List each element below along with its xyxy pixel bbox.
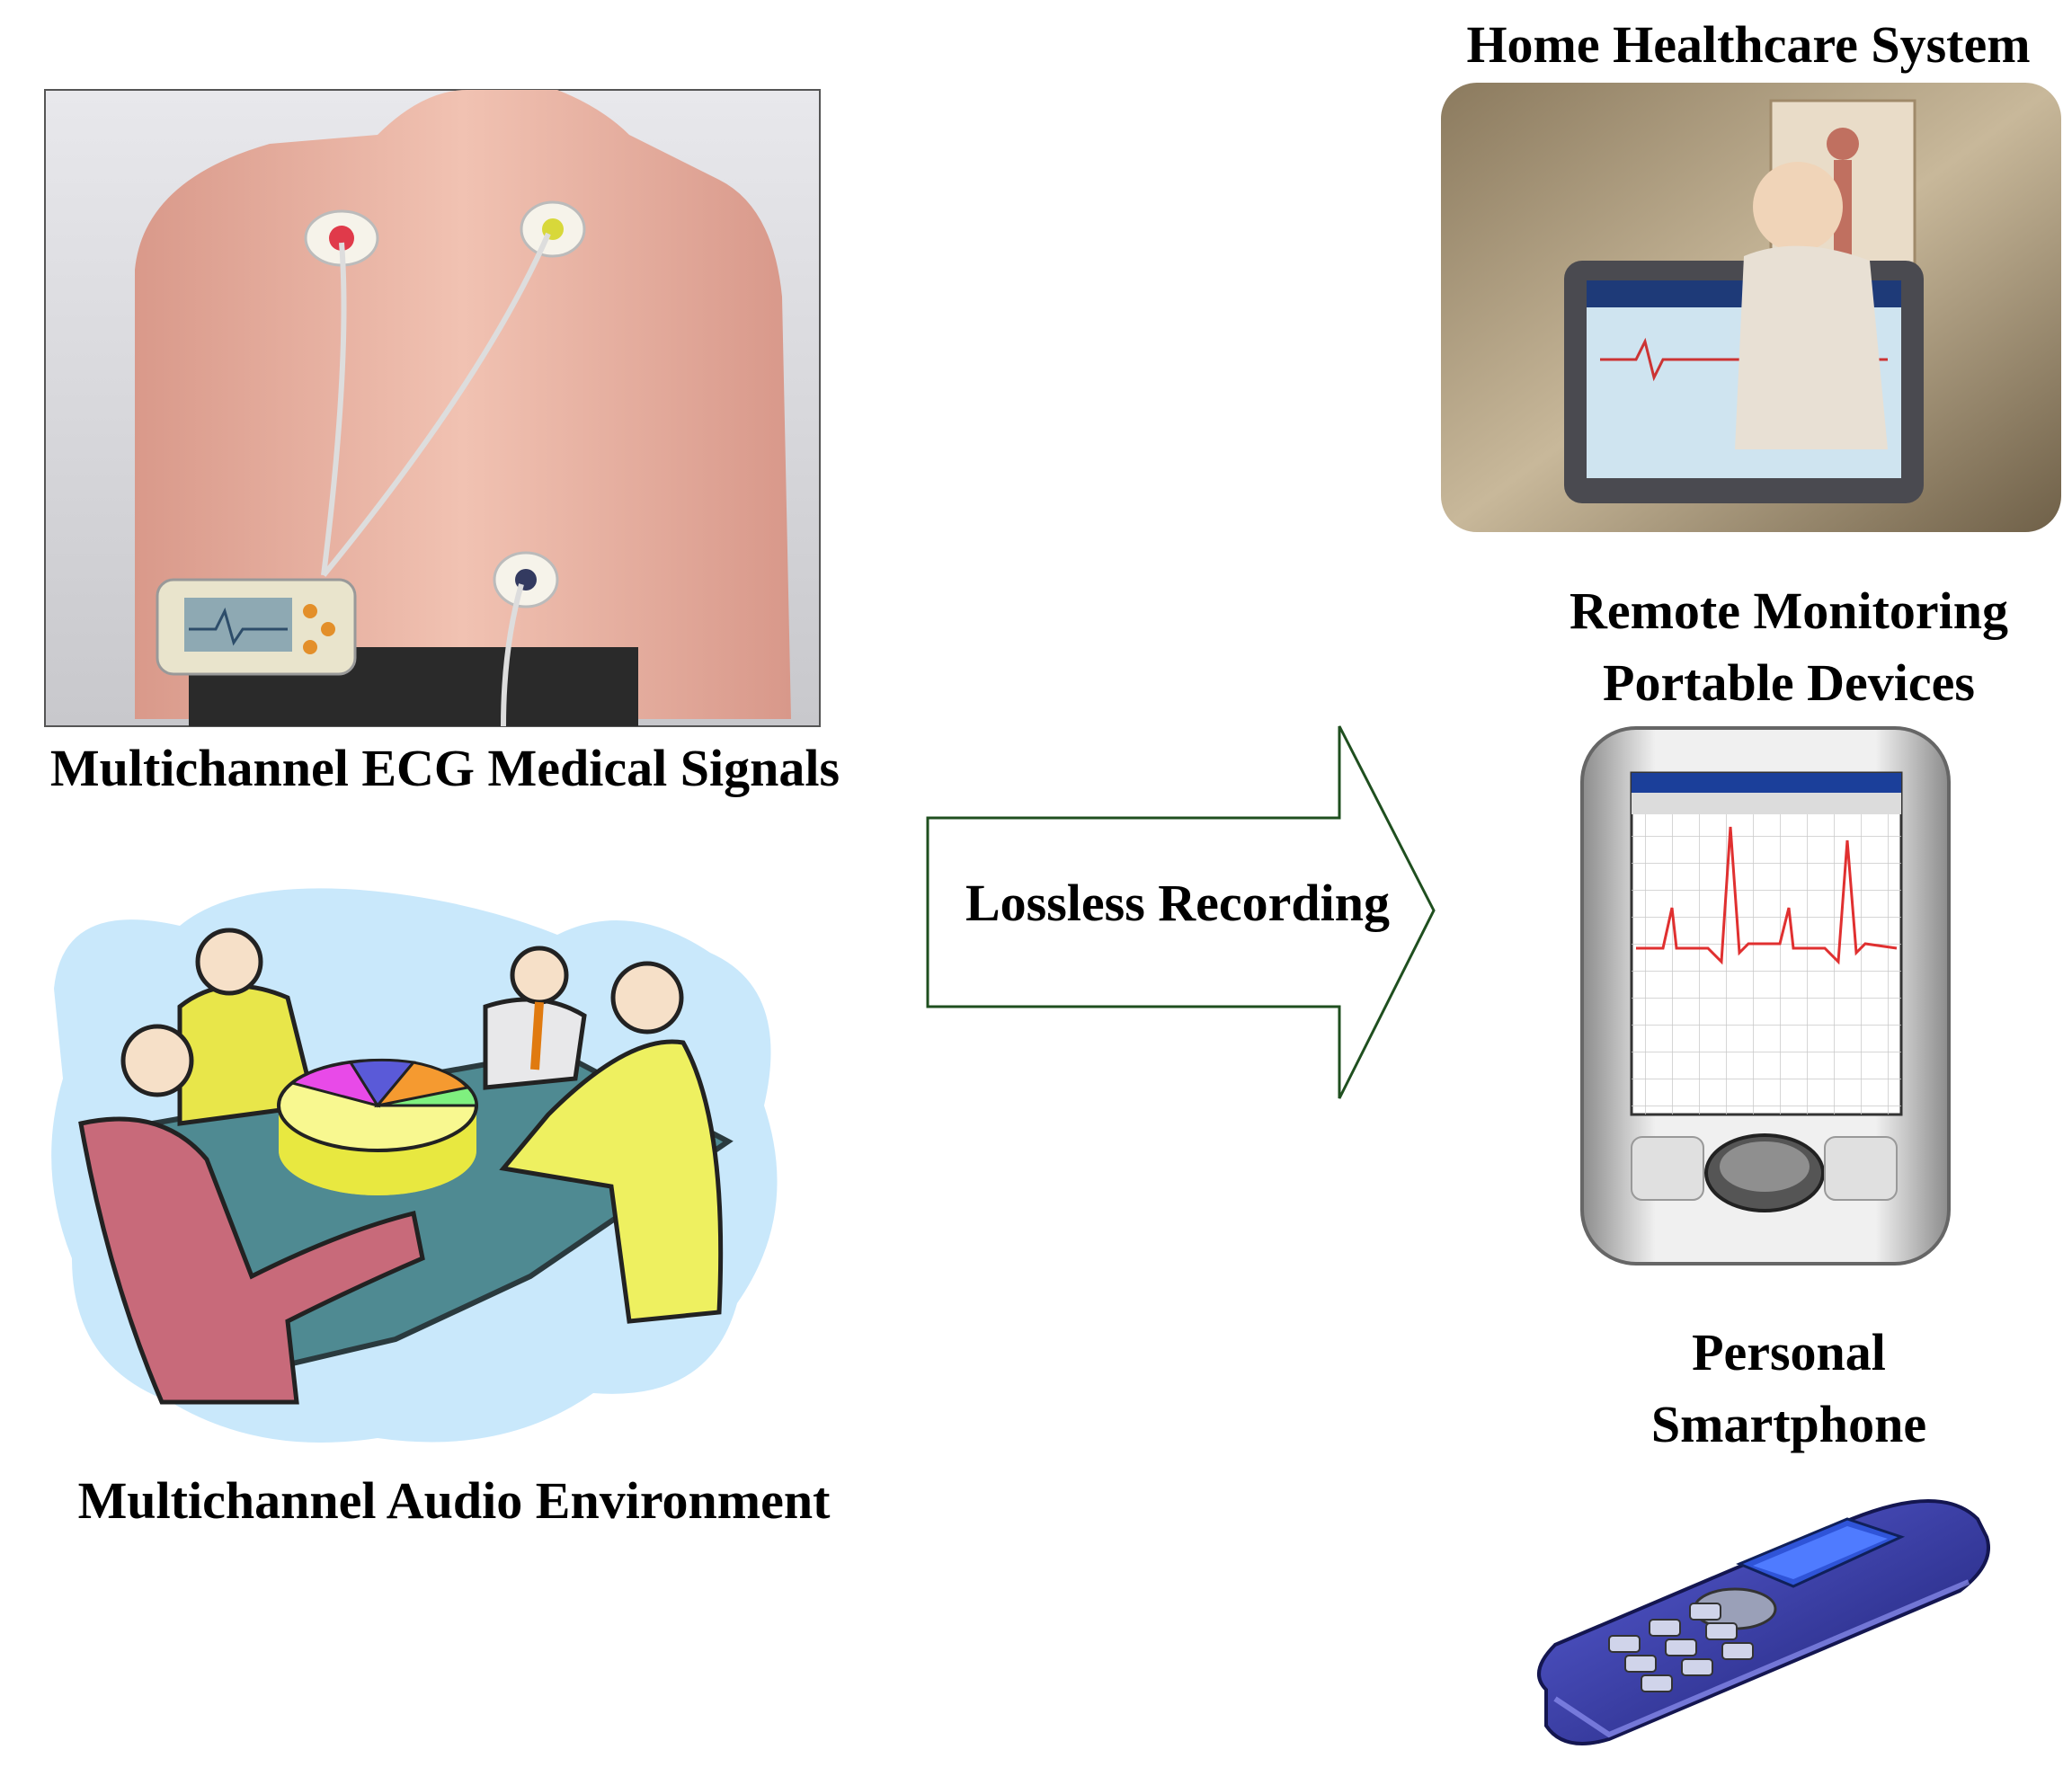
home-healthcare-label: Home Healthcare System [1466, 15, 2031, 74]
lossless-recording-arrow [926, 725, 1436, 1099]
phone-label-line2: Smartphone [1650, 1395, 1927, 1453]
arrow-label: Lossless Recording [965, 874, 1391, 932]
remote-monitoring-label-line1: Remote Monitoring [1569, 582, 2009, 640]
pda-ecg-trace [1636, 826, 1898, 965]
phone-label-line1: Personal [1692, 1323, 1886, 1381]
pda-device-image [1580, 726, 1951, 1265]
audio-label: Multichannel Audio Environment [77, 1471, 831, 1530]
meeting-clipart-image [51, 888, 778, 1443]
ecg-patient-image [44, 89, 821, 727]
smartphone-image [1537, 1499, 1990, 1745]
ecg-label: Multichannel ECG Medical Signals [49, 739, 840, 797]
home-healthcare-image [1441, 83, 2061, 532]
remote-monitoring-label-line2: Portable Devices [1603, 653, 1975, 712]
